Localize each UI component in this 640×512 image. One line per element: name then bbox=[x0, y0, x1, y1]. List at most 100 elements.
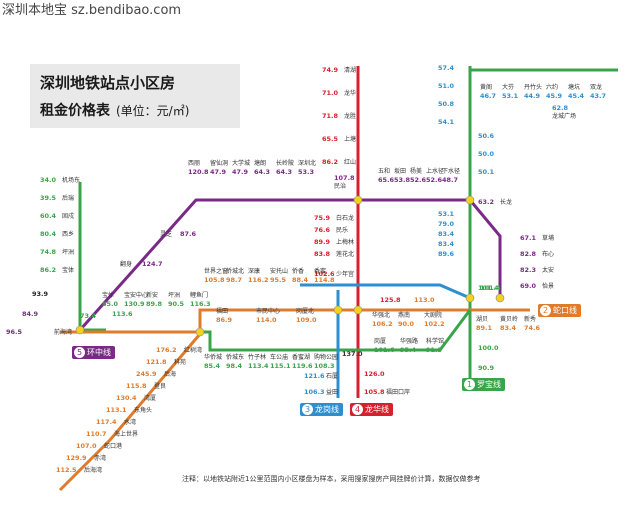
line1-price: 51.0 bbox=[438, 82, 455, 90]
line5n-price: 47.9 bbox=[210, 168, 227, 176]
line5n-price: 52.6 bbox=[410, 176, 427, 184]
line1-price: 50.6 bbox=[478, 132, 495, 140]
line1top-station: 丹竹头 bbox=[524, 83, 542, 91]
line1b-price: 113.4 bbox=[248, 362, 269, 370]
line4-price: 71.8 bbox=[322, 112, 339, 120]
line2sw-price: 176.2 bbox=[156, 346, 177, 354]
line1-price: 83.4 bbox=[438, 230, 455, 238]
line5n-station: 坂田 bbox=[394, 167, 406, 175]
line2sw-price: 117.4 bbox=[96, 418, 117, 426]
line2-badge-num: 2 bbox=[540, 305, 551, 316]
line1top-station: 龙城广场 bbox=[552, 112, 576, 120]
line2sw-price: 245.9 bbox=[136, 370, 157, 378]
line5n-station: 五和 bbox=[378, 167, 390, 175]
line4-badge-name: 龙华线 bbox=[365, 405, 389, 414]
line1b-station: 侨城东 bbox=[226, 353, 244, 361]
line5n-price: 53.3 bbox=[298, 168, 314, 176]
line2-price: 114.8 bbox=[314, 276, 335, 284]
interchange-marker bbox=[75, 325, 85, 335]
line2-station: 侨香 bbox=[292, 267, 304, 275]
line4-price: 126.0 bbox=[364, 370, 385, 378]
site-watermark: 深圳本地宝 sz.bendibao.com bbox=[2, 3, 182, 18]
page-subtitle: 租金价格表(单位：元/㎡) bbox=[40, 100, 189, 120]
line4-station: 少年宫 bbox=[336, 270, 354, 278]
line4-price: 105.8 bbox=[364, 388, 385, 396]
line4-price: 75.9 bbox=[314, 214, 331, 222]
line1b-price: 119.6 bbox=[292, 362, 313, 370]
line2-station: 香蜜 bbox=[314, 267, 326, 275]
line1w-price: 116.3 bbox=[190, 300, 211, 308]
line1-price: 100.0 bbox=[478, 344, 499, 352]
line5-badge-name: 环中线 bbox=[87, 348, 111, 357]
line5n-station: 大学城 bbox=[232, 159, 250, 167]
line2-station: 深康 bbox=[248, 267, 260, 275]
line2sw-price: 121.8 bbox=[146, 358, 167, 366]
line1w-station: 鲤鱼门 bbox=[190, 291, 208, 299]
line2sw-station: 海上世界 bbox=[114, 430, 138, 438]
line1-price: 101.4 bbox=[478, 284, 499, 292]
line2sw-station: 湾厦 bbox=[144, 394, 156, 402]
line1w-station: 宝体 bbox=[102, 291, 114, 299]
line1w-station: 坪洲 bbox=[168, 291, 180, 299]
line2-price: 83.4 bbox=[500, 324, 517, 332]
line4-station: 上塘 bbox=[344, 135, 356, 143]
line5n-price: 65.6 bbox=[378, 176, 395, 184]
line5n-price: 53.8 bbox=[394, 176, 411, 184]
line1b-station: 车公庙 bbox=[270, 353, 288, 361]
line2sw-price: 112.5 bbox=[56, 466, 77, 474]
line4-station: 莲花北 bbox=[336, 250, 354, 258]
line1b-station: 购物公园 bbox=[314, 353, 338, 361]
line4-price: 71.0 bbox=[322, 89, 339, 97]
line5n-station: 留仙洞 bbox=[210, 159, 228, 167]
line2sw-price: 129.9 bbox=[66, 454, 87, 462]
line4-station: 清湖 bbox=[344, 66, 356, 74]
line4b-station: 华强路 bbox=[400, 337, 418, 345]
line5n-price: 47.9 bbox=[232, 168, 249, 176]
line5n-station: 上水径 bbox=[426, 167, 444, 175]
line5-price: 74.8 bbox=[40, 248, 57, 256]
line1b-price: 85.4 bbox=[204, 362, 221, 370]
line4-station: 民乐 bbox=[336, 227, 348, 234]
line2sw-price: 113.1 bbox=[106, 406, 127, 414]
line2sw-station: 蛇口港 bbox=[104, 442, 122, 450]
line1w-price: 113.6 bbox=[112, 310, 133, 318]
line1top-station: 塘坑 bbox=[568, 83, 580, 91]
line5-price: 93.9 bbox=[32, 290, 49, 298]
line4-price: 86.2 bbox=[322, 158, 338, 166]
line2sw-station: 东角头 bbox=[134, 406, 152, 414]
line4b-station: 科学馆 bbox=[426, 337, 444, 345]
line1w-station: 宝安中心 bbox=[124, 291, 148, 299]
line2-price: 86.9 bbox=[216, 316, 233, 324]
line4b-station: 岗厦 bbox=[374, 338, 386, 345]
line2-station: 市民中心 bbox=[256, 307, 280, 315]
line2-price: 114.0 bbox=[256, 316, 277, 324]
line2-station: 大剧院 bbox=[424, 311, 442, 319]
line2-price: 113.0 bbox=[414, 296, 435, 304]
line5-station: 机场东 bbox=[62, 176, 80, 184]
line1top-price: 62.8 bbox=[552, 104, 569, 112]
line2-track bbox=[60, 308, 530, 334]
line2-price: 98.7 bbox=[226, 276, 242, 284]
line4-station: 红山 bbox=[344, 158, 356, 166]
line2-station: 福田 bbox=[216, 307, 228, 315]
line1-price: 89.6 bbox=[438, 250, 455, 258]
line2-price: 125.8 bbox=[380, 296, 401, 304]
line1w-price: 85.0 bbox=[102, 300, 119, 308]
line1-price: 54.1 bbox=[438, 118, 455, 126]
line5n-station: 长龙 bbox=[500, 198, 512, 206]
line2-price: 88.4 bbox=[292, 276, 309, 284]
line1top-station: 六约 bbox=[546, 83, 558, 91]
line5-price: 60.4 bbox=[40, 212, 57, 220]
line5d-station: 翻身 bbox=[120, 260, 132, 268]
line1-price: 50.8 bbox=[438, 100, 455, 108]
line5d-price: 87.6 bbox=[180, 230, 197, 238]
line3e-station: 草埔 bbox=[542, 234, 554, 242]
line2-station: 黄贝岭 bbox=[500, 315, 518, 323]
line4-price: 102.6 bbox=[314, 270, 335, 278]
line1b-price: 108.3 bbox=[314, 362, 335, 370]
line2sw-station: 红树湾 bbox=[184, 346, 202, 354]
